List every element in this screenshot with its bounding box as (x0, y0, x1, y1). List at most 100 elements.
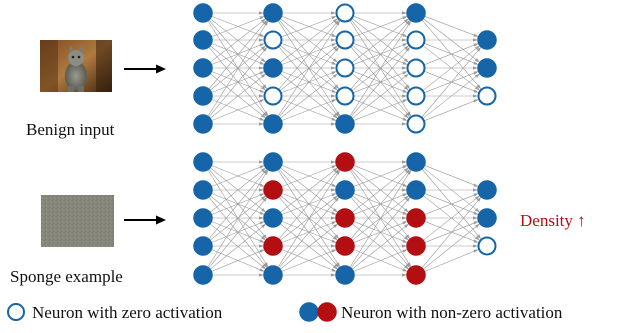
sponge-neuron-l1-4-active-blue (193, 236, 213, 256)
sponge-connection-arrowhead (332, 236, 338, 241)
benign-connection (209, 73, 266, 118)
sponge-connection (208, 197, 267, 269)
benign-connection-arrowhead (261, 45, 266, 50)
sponge-connection (211, 193, 264, 215)
benign-connection-arrowhead (259, 11, 264, 15)
sponge-connection-arrowhead (259, 193, 265, 197)
benign-connection-arrowhead (259, 43, 265, 47)
benign-connection (278, 20, 339, 90)
sponge-connection-arrowhead (261, 223, 267, 229)
benign-neuron-l3-3-zero (335, 58, 355, 78)
sponge-connection-arrowhead (475, 208, 480, 213)
benign-network (193, 3, 497, 134)
legend-nonzero-label: Neuron with non-zero activation (341, 303, 563, 322)
benign-connection-arrowhead (475, 86, 480, 91)
benign-connection (281, 16, 336, 38)
benign-neuron-l3-2-zero (335, 30, 355, 50)
benign-connection (351, 45, 409, 91)
sponge-neuron-l2-5-active-blue (263, 265, 283, 285)
sponge-connection-arrowhead (259, 244, 264, 248)
sponge-connection-arrowhead (405, 234, 411, 240)
benign-connection-arrowhead (259, 99, 265, 103)
sponge-connection-arrowhead (404, 264, 409, 270)
sponge-connection (211, 221, 264, 243)
benign-connection (279, 73, 338, 119)
sponge-neuron-l3-2-active-blue (335, 180, 355, 200)
sponge-network (193, 152, 497, 285)
sponge-connection-arrowhead (405, 168, 411, 174)
benign-connection-arrowhead (473, 61, 479, 65)
sponge-connection (281, 221, 336, 244)
sponge-connection-arrowhead (331, 249, 337, 253)
benign-connection-arrowhead (259, 94, 264, 98)
sponge-connection (350, 197, 410, 269)
sponge-arrow (124, 215, 166, 225)
benign-connection (209, 46, 266, 91)
benign-connection (353, 71, 407, 93)
benign-connection (211, 16, 264, 38)
benign-connection-arrowhead (331, 117, 337, 121)
benign-neuron-l4-1-active-blue (406, 3, 426, 23)
sponge-connection-arrowhead (475, 195, 480, 200)
sponge-connection-arrowhead (402, 249, 408, 253)
sponge-connection-arrowhead (402, 188, 407, 192)
benign-connection-arrowhead (261, 73, 266, 78)
benign-connection-arrowhead (334, 46, 340, 52)
benign-neuron-l2-3-active-blue (263, 58, 283, 78)
benign-connection (279, 73, 338, 119)
benign-neuron-l4-3-zero (406, 58, 426, 78)
sponge-connection (211, 249, 264, 272)
benign-connection-arrowhead (404, 114, 409, 119)
sponge-connection-arrowhead (404, 195, 409, 200)
benign-connection-arrowhead (402, 99, 408, 103)
sponge-neuron-l1-1-active-blue (193, 152, 213, 172)
sponge-connection (278, 197, 339, 269)
benign-connection-arrowhead (331, 11, 336, 15)
benign-connection-arrowhead (402, 33, 408, 37)
benign-connection-arrowhead (264, 20, 269, 26)
benign-connection-arrowhead (402, 94, 407, 98)
sponge-connection-arrowhead (473, 193, 479, 197)
benign-connection (422, 45, 480, 91)
sponge-connection-arrowhead (259, 221, 265, 225)
benign-connection (422, 73, 480, 119)
sponge-connection (421, 197, 481, 269)
sponge-connection-arrowhead (473, 244, 478, 248)
sponge-connection-arrowhead (334, 234, 340, 240)
sponge-connection-arrowhead (331, 221, 337, 225)
benign-connection-arrowhead (405, 46, 411, 52)
benign-network-edges (207, 11, 482, 126)
benign-connection-arrowhead (331, 16, 337, 20)
sponge-connection-arrowhead (261, 195, 266, 200)
sponge-connection-arrowhead (402, 165, 408, 169)
benign-connection-arrowhead (331, 38, 336, 42)
benign-connection-arrowhead (473, 94, 478, 98)
benign-connection-arrowhead (261, 58, 266, 63)
benign-connection (278, 47, 339, 118)
sponge-connection (422, 167, 480, 213)
legend-nonzero-blue-icon (299, 302, 319, 322)
sponge-neuron-l3-3-active-red (335, 208, 355, 228)
sponge-connection-arrowhead (405, 263, 411, 269)
sponge-connection-arrowhead (402, 239, 408, 243)
sponge-connection-arrowhead (261, 264, 267, 270)
benign-connection-arrowhead (404, 73, 409, 78)
benign-neuron-l3-1-zero (335, 3, 355, 23)
sponge-connection-arrowhead (473, 249, 479, 253)
benign-connection-arrowhead (331, 43, 337, 47)
benign-neuron-l4-2-zero (406, 30, 426, 50)
benign-connection-arrowhead (262, 19, 268, 25)
sponge-connection (279, 167, 338, 213)
sponge-connection-arrowhead (331, 160, 336, 164)
sponge-neuron-l1-2-active-blue (193, 180, 213, 200)
sponge-connection (422, 195, 480, 241)
benign-connection-arrowhead (259, 71, 265, 75)
benign-connection (422, 45, 480, 91)
sponge-neuron-l2-4-active-red (263, 236, 283, 256)
sponge-example-label: Sponge example (10, 267, 123, 286)
sponge-connection-arrowhead (473, 239, 479, 243)
benign-connection-arrowhead (261, 86, 266, 91)
benign-neuron-l1-4-active-blue (193, 86, 213, 106)
sponge-connection-arrowhead (336, 169, 341, 175)
